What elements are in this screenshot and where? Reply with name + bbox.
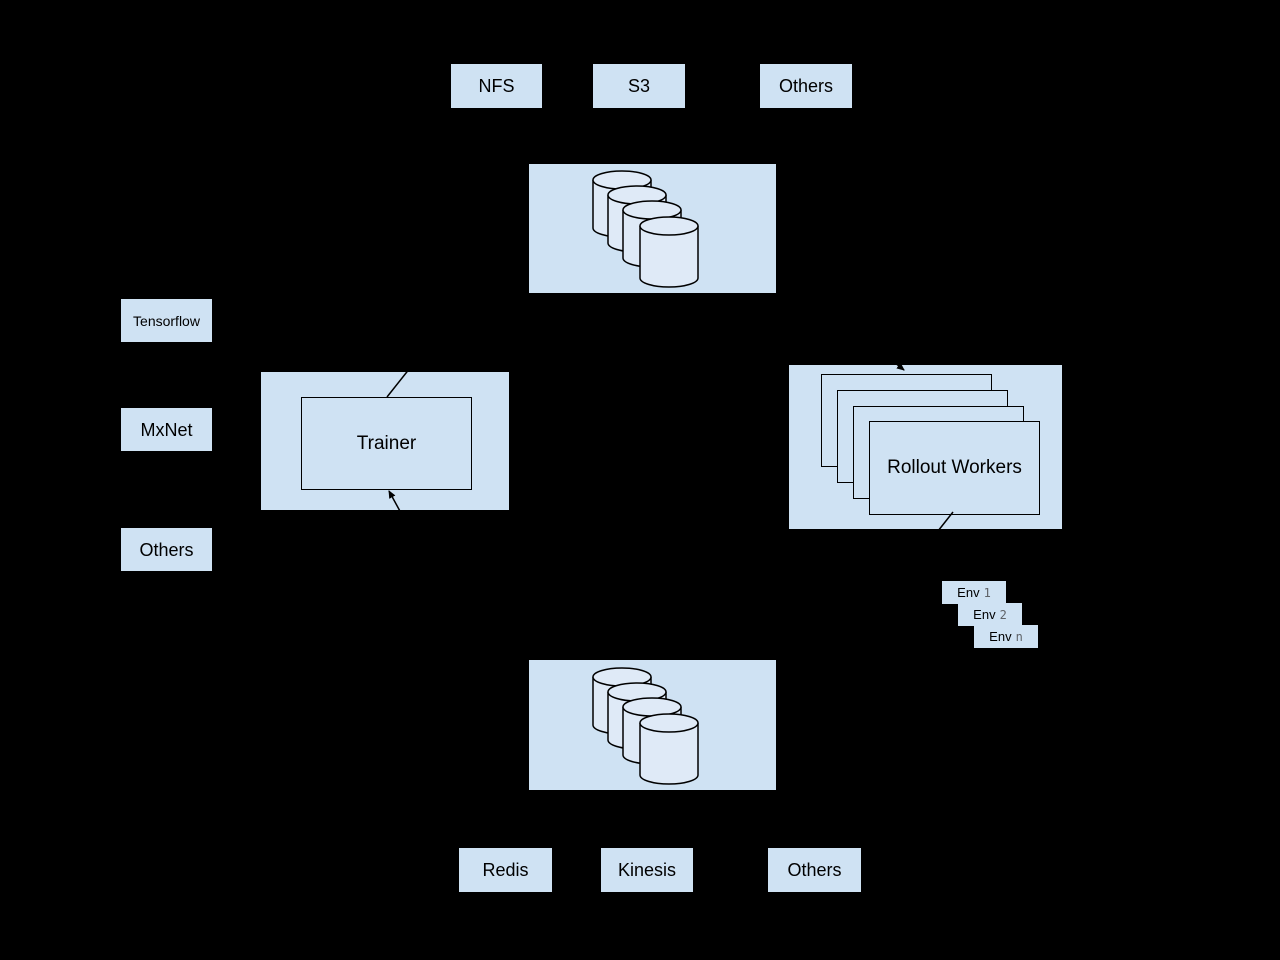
mxnet-box: MxNet <box>121 408 212 451</box>
others-top-box: Others <box>760 64 852 108</box>
memory-storage-panel <box>529 660 776 790</box>
s3-box: S3 <box>593 64 685 108</box>
env-2-box: Env 2 <box>958 603 1022 626</box>
redis-box: Redis <box>459 848 552 892</box>
env-index: n <box>1015 629 1023 644</box>
env-label: Env <box>957 585 980 600</box>
env-label: Env <box>973 607 996 622</box>
checkpoint-storage-panel <box>529 164 776 293</box>
rollout-workers-box: Rollout Workers <box>869 421 1040 515</box>
nfs-box: NFS <box>451 64 542 108</box>
database-cylinders-icon <box>592 667 699 785</box>
database-cylinders-icon <box>592 170 699 288</box>
env-1-box: Env 1 <box>942 581 1006 604</box>
env-n-box: Env n <box>974 625 1038 648</box>
env-label: Env <box>989 629 1012 644</box>
others-bottom-box: Others <box>768 848 861 892</box>
trainer-panel: Trainer <box>261 372 509 510</box>
env-index: 1 <box>983 585 991 600</box>
others-left-box: Others <box>121 528 212 571</box>
trainer-box: Trainer <box>301 397 472 490</box>
env-index: 2 <box>999 607 1007 622</box>
rollout-workers-panel: Rollout Workers <box>789 365 1062 529</box>
kinesis-box: Kinesis <box>601 848 693 892</box>
tensorflow-box: Tensorflow <box>121 299 212 342</box>
